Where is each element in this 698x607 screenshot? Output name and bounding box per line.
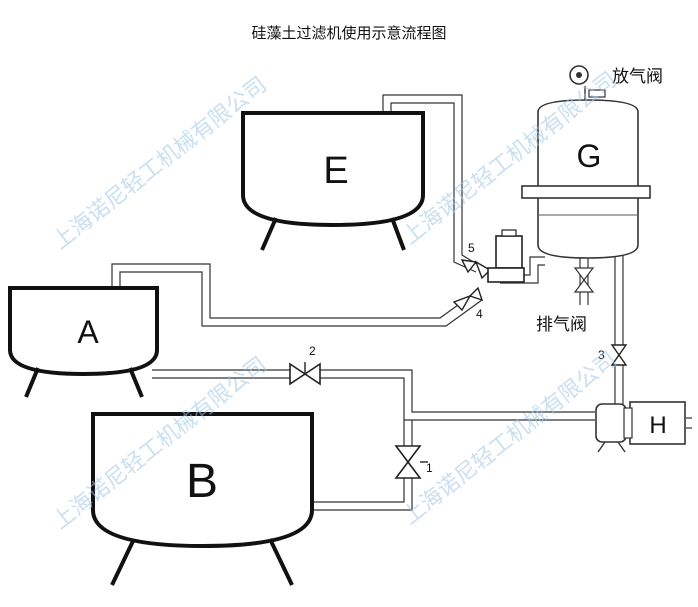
pump-h: H <box>595 401 692 453</box>
svg-text:上海诺尼轻工机械有限公司: 上海诺尼轻工机械有限公司 <box>398 347 621 529</box>
pipes <box>111 94 624 511</box>
filter-g-label: G <box>577 138 602 174</box>
svg-text:上海诺尼轻工机械有限公司: 上海诺尼轻工机械有限公司 <box>48 72 271 254</box>
tank-e: E <box>241 111 425 251</box>
valve-1-number: 1 <box>426 461 433 475</box>
pump-h-label: H <box>649 412 666 439</box>
drain-valve-label: 排气阀 <box>536 315 587 335</box>
tank-b: B <box>91 412 314 586</box>
valve-3 <box>610 344 628 366</box>
valve-5 <box>460 229 525 283</box>
valve-2 <box>289 362 321 386</box>
drain-valve <box>573 267 595 293</box>
valve-4-number: 4 <box>476 307 483 321</box>
tank-e-label: E <box>323 150 348 192</box>
tank-b-label: B <box>186 455 218 508</box>
valve-1 <box>394 445 428 479</box>
vent-valve-label: 放气阀 <box>612 67 663 87</box>
diagram-title: 硅藻土过滤机使用示意流程图 <box>251 24 446 42</box>
valve-3-number: 3 <box>598 348 605 362</box>
valve-2-number: 2 <box>309 344 316 358</box>
filter-g: G <box>521 65 651 259</box>
valve-4 <box>452 286 484 312</box>
tank-a-label: A <box>77 314 99 350</box>
tank-a: A <box>8 286 159 398</box>
valve-5-number: 5 <box>468 241 475 255</box>
